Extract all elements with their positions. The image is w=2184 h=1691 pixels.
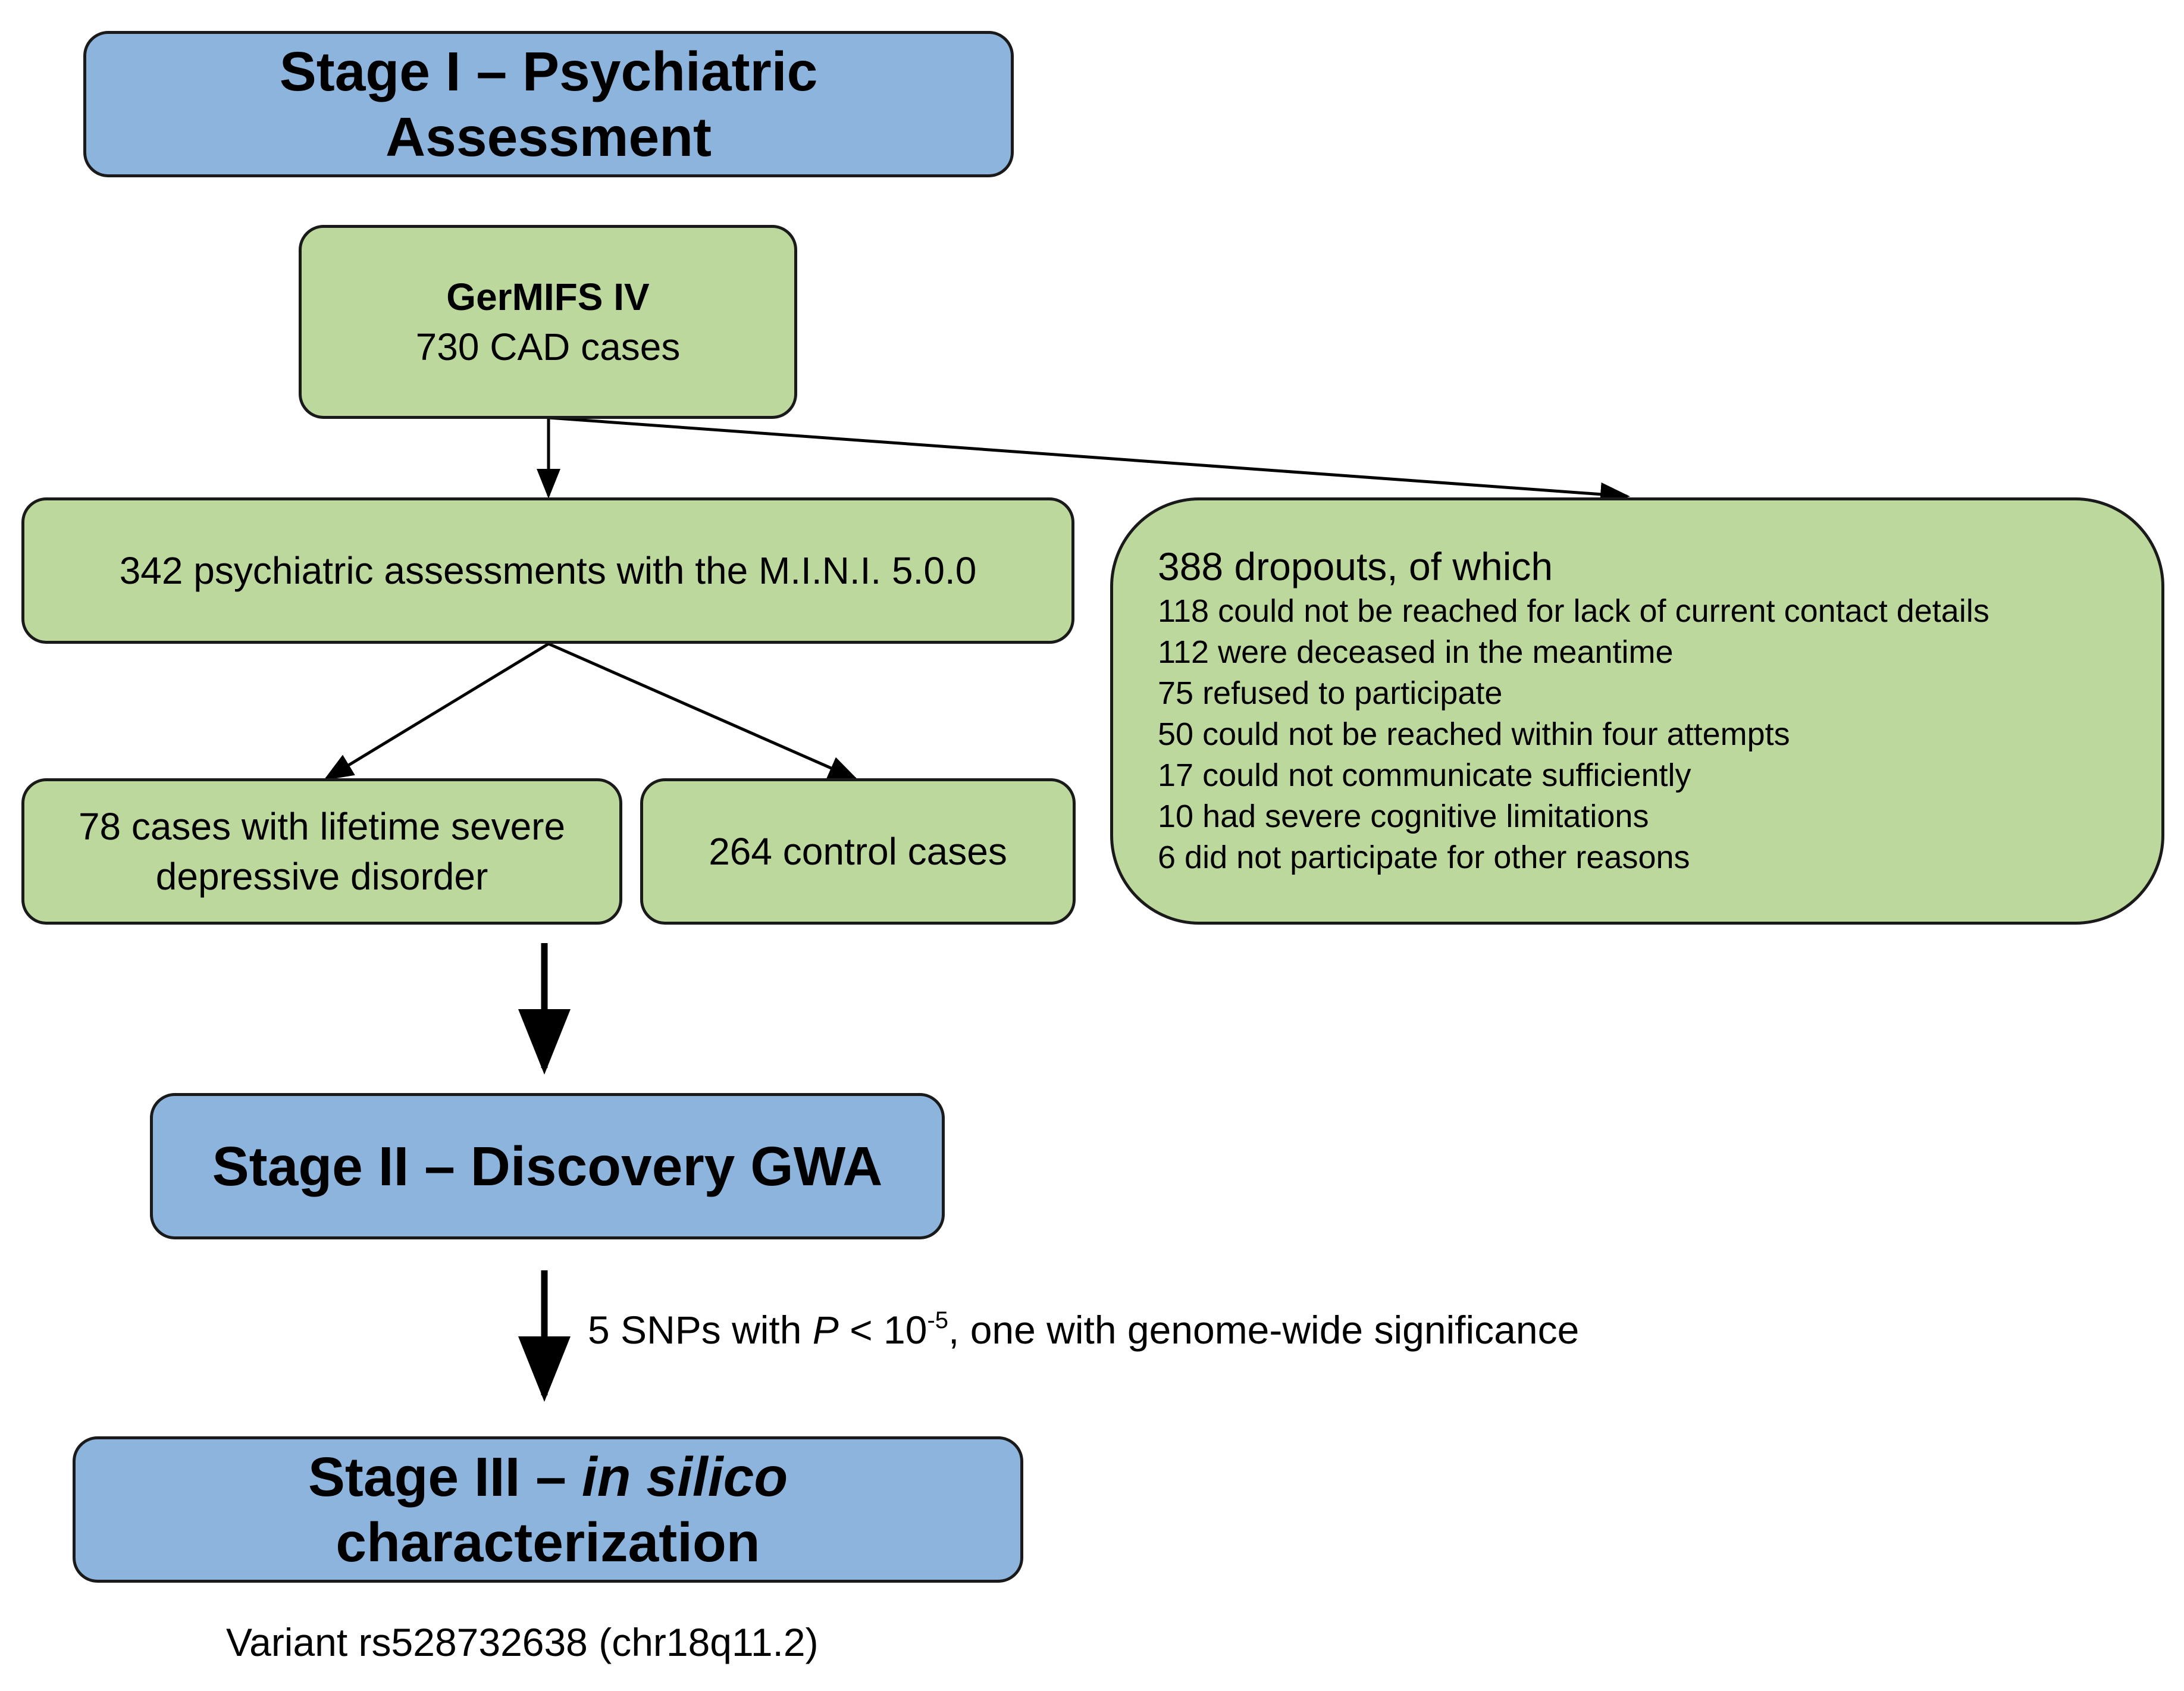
snp-suffix: , one with genome-wide significance [948,1308,1580,1352]
germifs-title: GerMIFS IV [446,275,650,318]
assessments-label: 342 psychiatric assessments with the M.I… [119,549,977,592]
p-symbol: P [812,1308,839,1352]
stage1-title-line1: Stage I – Psychiatric [279,40,818,102]
stage3-title-pre: Stage III – [308,1446,582,1508]
snp-exponent: -5 [927,1307,949,1333]
stage3-title-italic: in silico [581,1446,788,1508]
arrow-assessments-to-controls [547,642,858,781]
snp-annotation: 5 SNPs with P < 10-5, one with genome-wi… [588,1306,1579,1354]
dropout-reason: 10 had severe cognitive limitations [1158,798,1649,834]
stage1-box: Stage I – Psychiatric Assessment [83,31,1014,177]
dropout-reason: 50 could not be reached within four atte… [1158,716,1790,752]
stage1-title-line2: Assessment [386,106,712,168]
stage3-title-line2: characterization [336,1511,760,1573]
snp-lt: < 10 [838,1308,928,1352]
germifs-box: GerMIFS IV 730 CAD cases [299,225,797,419]
stage2-title: Stage II – Discovery GWA [212,1135,883,1197]
variant-label: Variant rs528732638 (chr18q11.2) [226,1620,819,1664]
depressive-box: 78 cases with lifetime severe depressive… [21,778,622,925]
depressive-line2: depressive disorder [155,855,488,898]
stage3-title-line1: Stage III – in silico [308,1444,788,1510]
dropout-reason: 17 could not communicate sufficiently [1158,757,1691,793]
stage2-box: Stage II – Discovery GWA [150,1093,945,1239]
germifs-subtitle: 730 CAD cases [415,325,681,368]
dropout-reason: 6 did not participate for other reasons [1158,840,1690,875]
stage3-box: Stage III – in silico characterization [73,1436,1023,1583]
dropout-reason: 112 were deceased in the meantime [1158,634,1674,670]
arrow-assessments-to-depressive [323,642,550,781]
dropout-reason: 118 could not be reached for lack of cur… [1158,593,1989,629]
dropouts-heading: 388 dropouts, of which [1158,544,1553,588]
depressive-line1: 78 cases with lifetime severe [78,805,566,848]
dropouts-box: 388 dropouts, of which 118 could not be … [1110,497,2164,925]
controls-label: 264 control cases [709,830,1007,873]
controls-box: 264 control cases [640,778,1076,925]
assessments-box: 342 psychiatric assessments with the M.I… [21,497,1074,644]
dropout-reason: 75 refused to participate [1158,675,1503,711]
snp-prefix: 5 SNPs with [588,1308,813,1352]
arrow-germifs-to-dropouts [548,416,1630,506]
